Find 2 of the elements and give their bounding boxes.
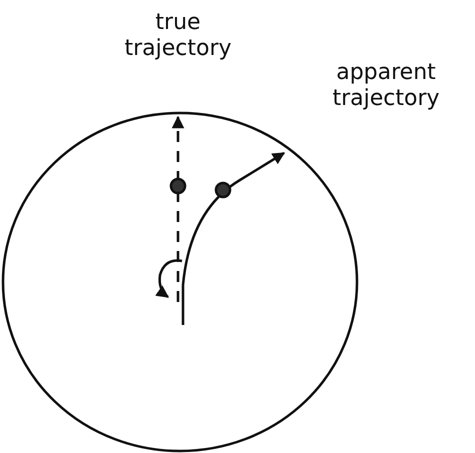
trajectory-label: apparent trajectory [331,60,441,112]
trajectory-label: true trajectory [123,10,233,62]
